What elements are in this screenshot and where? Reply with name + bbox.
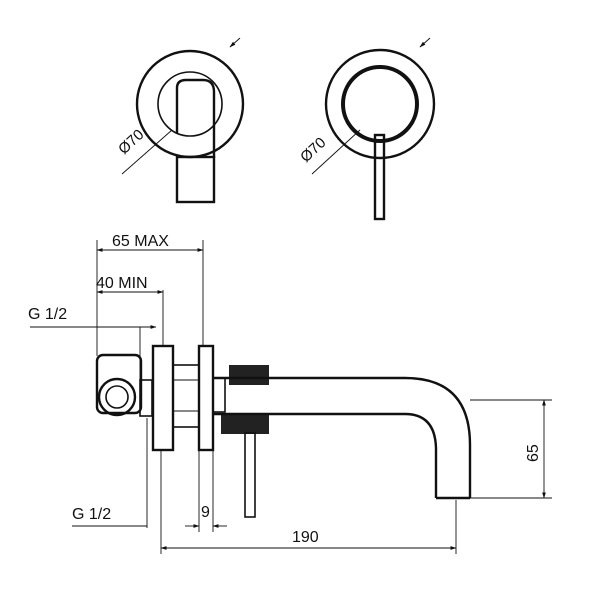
- wall-plate: [197, 344, 215, 452]
- thread-top-label: G 1/2: [28, 306, 67, 323]
- handle-lever: [373, 133, 386, 221]
- spout-neck: [175, 78, 216, 158]
- side-lever: [244, 432, 256, 518]
- sleeve: [172, 364, 200, 428]
- diameter-arrow-handle: [419, 37, 431, 48]
- dim-thread-top: G 1/2: [28, 306, 157, 380]
- dim-spout-height-label: 65: [525, 444, 542, 462]
- spout-top-edge: [213, 376, 472, 498]
- dim-plate-label: 9: [201, 504, 210, 521]
- spout-bottom-edge: [213, 412, 438, 498]
- thread-bottom-label: G 1/2: [72, 506, 111, 523]
- handle-cap-top: [229, 365, 269, 385]
- handle-knob: [341, 65, 419, 143]
- wall-box: [95, 353, 143, 415]
- diameter-leader-handle: [311, 129, 361, 175]
- diameter-label-spout: Ø70: [115, 126, 147, 158]
- dim-min-depth: 40 MIN: [96, 275, 164, 346]
- rosette-outer: [135, 49, 245, 159]
- spout-body: [175, 155, 216, 204]
- dim-min-depth-label: 40 MIN: [96, 275, 148, 292]
- dim-max-depth: 65 MAX: [96, 233, 204, 356]
- handle-stem: [212, 377, 226, 413]
- dim-spout-height: 65: [470, 399, 552, 499]
- front-view-spout: Ø70: [115, 37, 245, 204]
- dim-thread-bottom: G 1/2: [72, 418, 148, 528]
- inner-flange: [151, 344, 175, 452]
- diameter-label-handle: Ø70: [297, 134, 329, 166]
- rosette-inner: [157, 71, 223, 137]
- diameter-arrow-spout: [229, 37, 241, 48]
- side-view: 65 MAX 40 MIN G 1/2 G 1/2 9: [28, 233, 552, 554]
- front-view-handle: Ø70: [297, 37, 436, 221]
- handle-cap-bottom: [221, 414, 269, 434]
- dim-max-depth-label: 65 MAX: [112, 233, 169, 250]
- diameter-leader-spout: [121, 129, 173, 175]
- inlet-ring-inner: [105, 385, 129, 409]
- dim-spout-length-label: 190: [292, 529, 319, 546]
- inlet-ring: [97, 377, 137, 417]
- dim-spout-length: 190: [160, 450, 457, 554]
- dim-plate: 9: [185, 450, 227, 532]
- handle-rosette-outer: [324, 48, 436, 160]
